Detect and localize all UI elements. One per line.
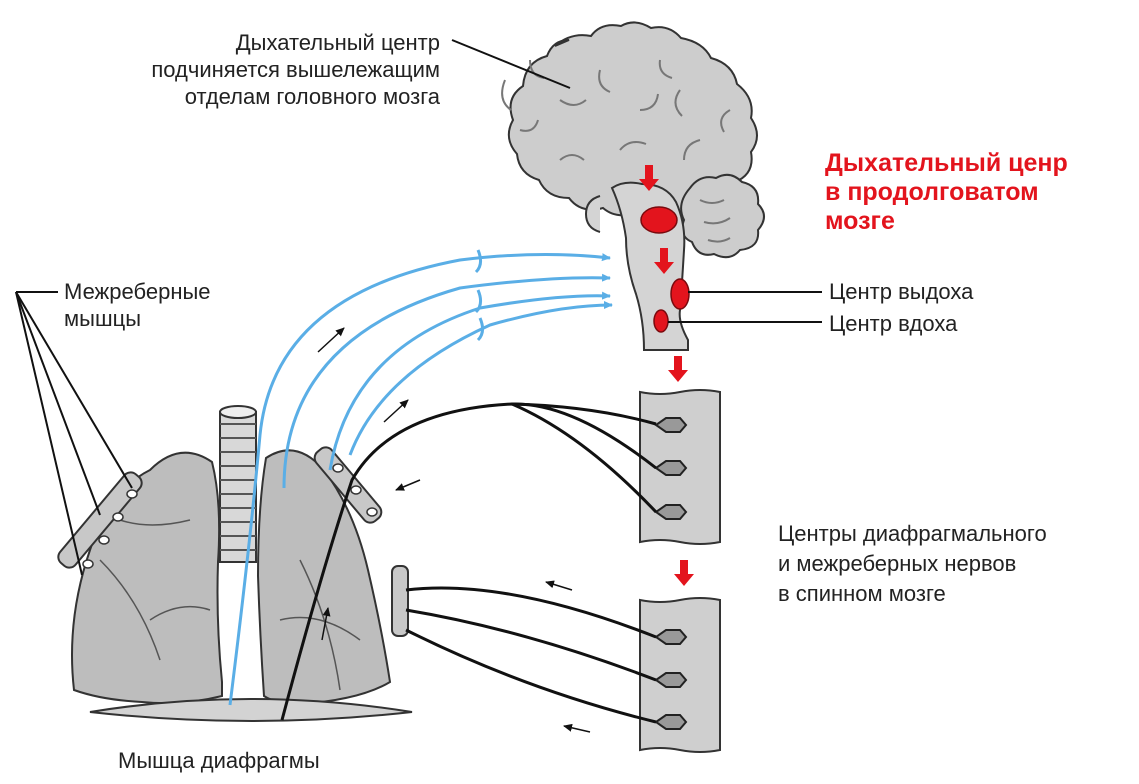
afferent-fiber [330,296,610,470]
exhale-center-nucleus [671,279,689,309]
intercostal-line-1: Межреберные [64,278,211,305]
inhale-center-label: Центр вдоха [829,310,957,337]
medulla-center-line-2: в продолговатом [825,178,1068,207]
diaphragm-muscle-label: Мышца диафрагмы [118,747,320,774]
brainstem [612,183,688,350]
inhale-center-nucleus [654,310,668,332]
medulla-center-line-1: Дыхательный ценр [825,149,1068,178]
afferent-fiber [350,305,612,455]
right-lung [258,450,390,704]
spinal-centers-line-1: Центры диафрагмального [778,519,1047,549]
spinal-centers-line-2: и межреберных нервов [778,549,1047,579]
higher-centers-line-1: Дыхательный центр [110,29,440,56]
efferent-fiber [406,588,656,637]
spinal-cord-illustration [640,356,720,752]
arrow-down-icon [668,356,688,382]
intercostal-muscles-label: Межреберные мышцы [64,278,211,332]
higher-centers-label: Дыхательный центр подчиняется вышележащи… [110,29,440,110]
exhale-center-label: Центр выдоха [829,278,973,305]
medulla-center-label: Дыхательный ценр в продолговатом мозге [825,149,1068,236]
cerebellum [681,175,764,257]
medulla-respiratory-center [641,207,677,233]
higher-centers-line-3: отделам головного мозга [110,83,440,110]
brain-illustration [502,22,764,350]
higher-centers-line-2: подчиняется вышележащим [110,56,440,83]
arrow-down-icon [674,560,694,586]
spinal-centers-label: Центры диафрагмального и межреберных нер… [778,519,1047,609]
spinal-centers-line-3: в спинном мозге [778,579,1047,609]
lungs-illustration [72,406,412,721]
intercostal-line-2: мышцы [64,305,211,332]
medulla-center-line-3: мозге [825,207,1068,236]
left-lung [72,453,222,703]
